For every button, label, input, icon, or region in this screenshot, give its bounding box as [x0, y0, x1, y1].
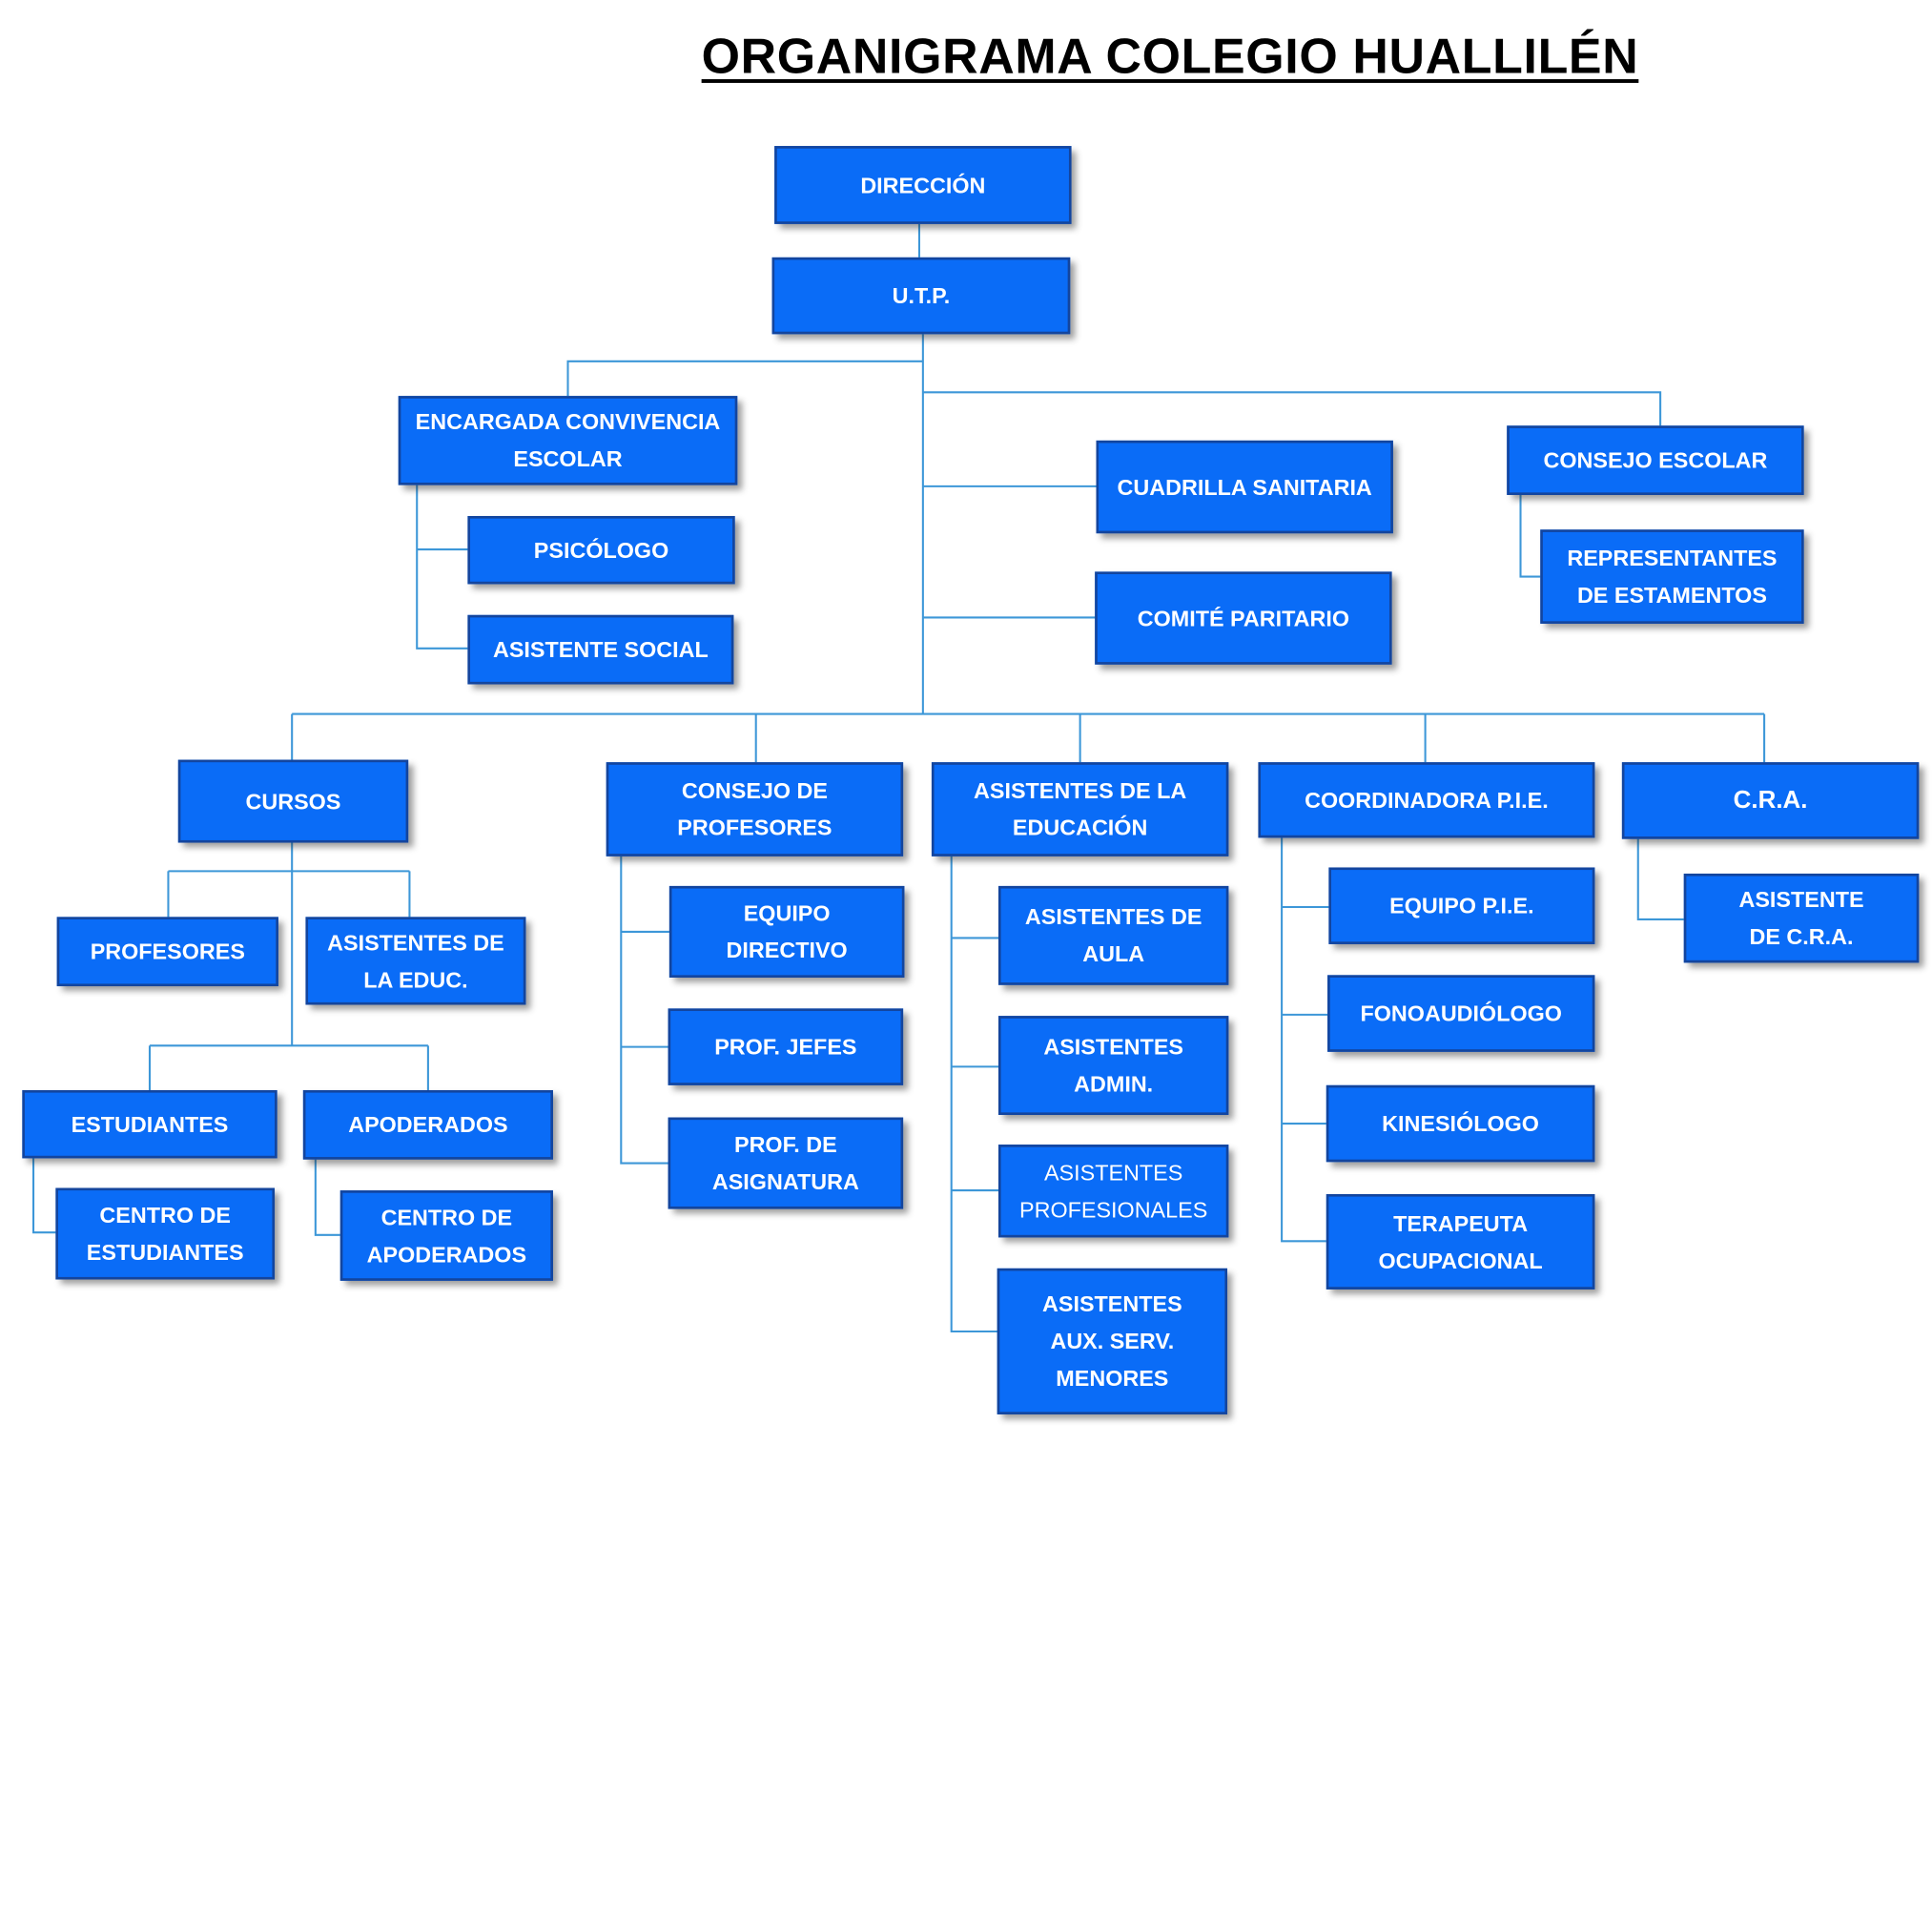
asistentes-aux-label: ASISTENTES AUX. SERV. MENORES — [1042, 1291, 1182, 1392]
equipo-directivo-box: EQUIPO DIRECTIVO — [668, 885, 905, 978]
prof-jefes-label: PROF. JEFES — [714, 1034, 857, 1060]
connector-lines — [31, 223, 1766, 1333]
apoderados-box: APODERADOS — [302, 1090, 553, 1160]
centro-estudiantes-box: CENTRO DE ESTUDIANTES — [55, 1187, 276, 1280]
encargada-convivencia-label: ENCARGADA CONVIVENCIA ESCOLAR — [415, 409, 721, 472]
consejo-profesores-box: CONSEJO DE PROFESORES — [606, 762, 904, 856]
estudiantes-box: ESTUDIANTES — [22, 1090, 277, 1159]
comite-paritario-box: COMITÉ PARITARIO — [1095, 571, 1392, 665]
terapeuta-label: TERAPEUTA OCUPACIONAL — [1378, 1210, 1543, 1273]
centro-estudiantes-label: CENTRO DE ESTUDIANTES — [86, 1203, 244, 1265]
profesores-label: PROFESORES — [90, 939, 245, 964]
consejo-escolar-box: CONSEJO ESCOLAR — [1507, 425, 1804, 495]
utp-label: U.T.P. — [892, 283, 951, 309]
asistente-social-label: ASISTENTE SOCIAL — [492, 637, 709, 663]
asistentes-profesionales-box: ASISTENTES PROFESIONALES — [998, 1145, 1229, 1238]
representantes-estamentos-box: REPRESENTANTES DE ESTAMENTOS — [1540, 529, 1804, 624]
psicologo-label: PSICÓLOGO — [533, 537, 669, 563]
asistentes-educacion-label: ASISTENTES DE LA EDUCACIÓN — [974, 778, 1187, 840]
psicologo-box: PSICÓLOGO — [467, 516, 735, 585]
cursos-label: CURSOS — [245, 789, 341, 815]
utp-box: U.T.P. — [771, 257, 1071, 335]
cuadrilla-sanitaria-label: CUADRILLA SANITARIA — [1117, 474, 1372, 500]
asistentes-educacion-box: ASISTENTES DE LA EDUCACIÓN — [931, 762, 1229, 856]
terapeuta-box: TERAPEUTA OCUPACIONAL — [1326, 1193, 1595, 1290]
centro-apoderados-label: CENTRO DE APODERADOS — [366, 1205, 527, 1267]
cra-label: C.R.A. — [1733, 787, 1808, 815]
asistentes-aula-box: ASISTENTES DE AULA — [998, 885, 1229, 985]
asistentes-aux-box: ASISTENTES AUX. SERV. MENORES — [997, 1268, 1228, 1414]
representantes-estamentos-label: REPRESENTANTES DE ESTAMENTOS — [1567, 546, 1778, 609]
cra-box: C.R.A. — [1621, 762, 1920, 839]
profesores-box: PROFESORES — [56, 917, 278, 987]
coordinadora-pie-box: COORDINADORA P.I.E. — [1258, 762, 1595, 838]
prof-asignatura-label: PROF. DE ASIGNATURA — [711, 1132, 859, 1194]
fonoaudiologo-label: FONOAUDIÓLOGO — [1360, 1001, 1562, 1026]
equipo-directivo-label: EQUIPO DIRECTIVO — [726, 900, 848, 963]
centro-apoderados-box: CENTRO DE APODERADOS — [339, 1190, 553, 1281]
prof-jefes-box: PROF. JEFES — [668, 1008, 904, 1085]
kinesiologo-label: KINESIÓLOGO — [1382, 1111, 1539, 1137]
fonoaudiologo-box: FONOAUDIÓLOGO — [1327, 975, 1595, 1052]
asistente-cra-box: ASISTENTE DE C.R.A. — [1683, 873, 1920, 963]
asistentes-profesionales-label: ASISTENTES PROFESIONALES — [1019, 1160, 1208, 1223]
encargada-convivencia-box: ENCARGADA CONVIVENCIA ESCOLAR — [398, 396, 738, 485]
equipo-pie-box: EQUIPO P.I.E. — [1328, 867, 1595, 944]
direccion-label: DIRECCIÓN — [860, 172, 986, 197]
consejo-profesores-label: CONSEJO DE PROFESORES — [677, 778, 832, 840]
asistentes-aula-label: ASISTENTES DE AULA — [1024, 904, 1202, 967]
asistentes-educ-label: ASISTENTES DE LA EDUC. — [327, 929, 504, 992]
asistentes-admin-label: ASISTENTES ADMIN. — [1043, 1034, 1183, 1097]
asistente-cra-label: ASISTENTE DE C.R.A. — [1738, 887, 1864, 950]
kinesiologo-box: KINESIÓLOGO — [1326, 1084, 1595, 1163]
asistentes-educ-box: ASISTENTES DE LA EDUC. — [305, 917, 526, 1005]
asistentes-admin-box: ASISTENTES ADMIN. — [998, 1016, 1229, 1115]
comite-paritario-label: COMITÉ PARITARIO — [1137, 606, 1350, 631]
direccion-box: DIRECCIÓN — [774, 146, 1072, 224]
coordinadora-pie-label: COORDINADORA P.I.E. — [1305, 787, 1549, 813]
estudiantes-label: ESTUDIANTES — [71, 1111, 229, 1137]
apoderados-label: APODERADOS — [348, 1112, 508, 1138]
cuadrilla-sanitaria-box: CUADRILLA SANITARIA — [1096, 440, 1393, 534]
prof-asignatura-box: PROF. DE ASIGNATURA — [668, 1117, 904, 1209]
equipo-pie-label: EQUIPO P.I.E. — [1389, 893, 1534, 918]
consejo-escolar-label: CONSEJO ESCOLAR — [1543, 447, 1768, 473]
asistente-social-box: ASISTENTE SOCIAL — [467, 614, 734, 685]
page-title: ORGANIGRAMA COLEGIO HUALLILÉN — [701, 30, 1639, 85]
cursos-box: CURSOS — [177, 759, 409, 843]
